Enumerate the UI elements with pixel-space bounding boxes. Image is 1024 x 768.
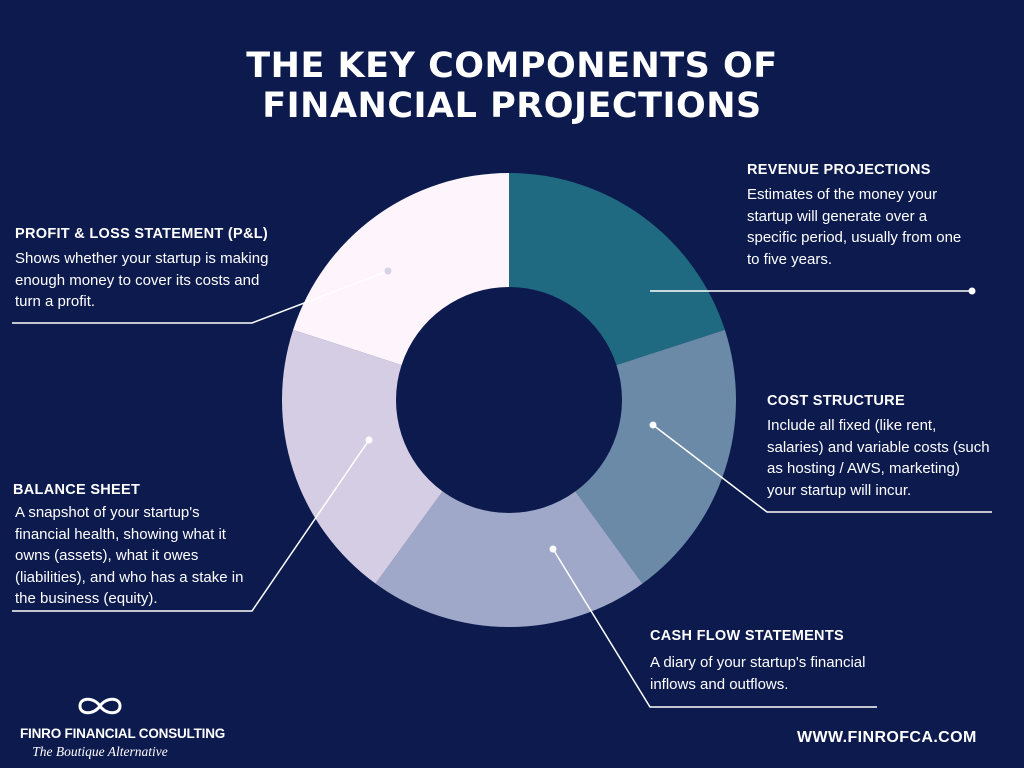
page-title: THE KEY COMPONENTS OF FINANCIAL PROJECTI… bbox=[0, 46, 1024, 126]
cost-desc-line: as hosting / AWS, marketing) bbox=[767, 460, 960, 477]
cost-desc-line: salaries) and variable costs (such bbox=[767, 438, 990, 456]
title-line-1: THE KEY COMPONENTS OF bbox=[246, 46, 778, 86]
leader-dots bbox=[365, 267, 976, 553]
donut-segment-profit-loss-statement bbox=[293, 173, 509, 366]
infinity-icon bbox=[78, 697, 122, 715]
cost-desc-line: Include all fixed (like rent, bbox=[767, 417, 937, 434]
balance-desc-line: the business (equity). bbox=[15, 590, 158, 607]
revenue-desc-line: Estimates of the money your bbox=[747, 186, 938, 203]
revenue-desc-line: startup will generate over a bbox=[747, 207, 928, 225]
donut-segment-revenue-projections bbox=[509, 173, 725, 366]
revenue-desc-line: specific period, usually from one bbox=[747, 229, 962, 246]
cashflow-desc-line: A diary of your startup's financial bbox=[650, 654, 866, 671]
cost-description: Include all fixed (like rent, salaries) … bbox=[767, 415, 990, 501]
leader-dot-cost bbox=[649, 421, 657, 429]
revenue-heading: REVENUE PROJECTIONS bbox=[747, 162, 931, 178]
balance-sheet-block: BALANCE SHEET A snapshot of your startup… bbox=[13, 482, 243, 610]
company-logo: FINRO FINANCIAL CONSULTING The Boutique … bbox=[20, 694, 226, 760]
pnl-desc-line: Shows whether your startup is making bbox=[15, 250, 269, 267]
pnl-desc-line: turn a profit. bbox=[15, 293, 96, 310]
cashflow-description: A diary of your startup's financial infl… bbox=[650, 652, 865, 695]
pnl-heading: PROFIT & LOSS STATEMENT (P&L) bbox=[15, 226, 269, 242]
title-line-2: FINANCIAL PROJECTIONS bbox=[262, 86, 762, 126]
leader-lines bbox=[12, 270, 992, 708]
balance-desc-line: financial health, showing what it bbox=[15, 525, 226, 543]
logo-tagline: The Boutique Alternative bbox=[32, 744, 168, 759]
cost-heading: COST STRUCTURE bbox=[767, 393, 905, 409]
revenue-desc-line: to five years. bbox=[747, 250, 833, 268]
revenue-description: Estimates of the money your startup will… bbox=[747, 184, 961, 270]
balance-desc-line: owns (assets), what it owes bbox=[15, 547, 199, 564]
balance-heading: BALANCE SHEET bbox=[13, 482, 141, 498]
leader-dot-pnl bbox=[384, 267, 392, 275]
balance-desc-line: A snapshot of your startup's bbox=[15, 504, 200, 521]
revenue-projections-block: REVENUE PROJECTIONS Estimates of the mon… bbox=[747, 162, 961, 270]
cashflow-heading: CASH FLOW STATEMENTS bbox=[650, 628, 844, 644]
pnl-block: PROFIT & LOSS STATEMENT (P&L) Shows whet… bbox=[15, 226, 268, 313]
pnl-desc-line: enough money to cover its costs and bbox=[15, 271, 260, 289]
leader-line-cost bbox=[652, 424, 992, 513]
balance-desc-line: (liabilities), and who has a stake in bbox=[15, 568, 244, 586]
pnl-description: Shows whether your startup is making eno… bbox=[15, 248, 268, 313]
donut-segment-balance-sheet bbox=[282, 329, 443, 584]
leader-dot-revenue bbox=[968, 287, 976, 295]
donut-segment-cash-flow-statements bbox=[375, 491, 643, 627]
leader-line-balance bbox=[12, 439, 370, 612]
leader-dot-cashflow bbox=[549, 545, 557, 553]
leader-line-pnl bbox=[12, 270, 389, 324]
cash-flow-block: CASH FLOW STATEMENTS A diary of your sta… bbox=[650, 628, 865, 695]
leader-dot-balance bbox=[365, 436, 373, 444]
cashflow-desc-line: inflows and outflows. bbox=[650, 675, 789, 693]
leader-line-cashflow bbox=[552, 548, 877, 708]
logo-company-name: FINRO FINANCIAL CONSULTING bbox=[20, 726, 226, 741]
donut-segments bbox=[282, 173, 736, 627]
cost-desc-line: your startup will incur. bbox=[767, 481, 912, 499]
cost-structure-block: COST STRUCTURE Include all fixed (like r… bbox=[767, 393, 990, 501]
donut-segment-cost-structure bbox=[575, 329, 736, 584]
website-url[interactable]: WWW.FINROFCA.COM bbox=[797, 729, 977, 746]
balance-description: A snapshot of your startup's financial h… bbox=[13, 502, 243, 610]
